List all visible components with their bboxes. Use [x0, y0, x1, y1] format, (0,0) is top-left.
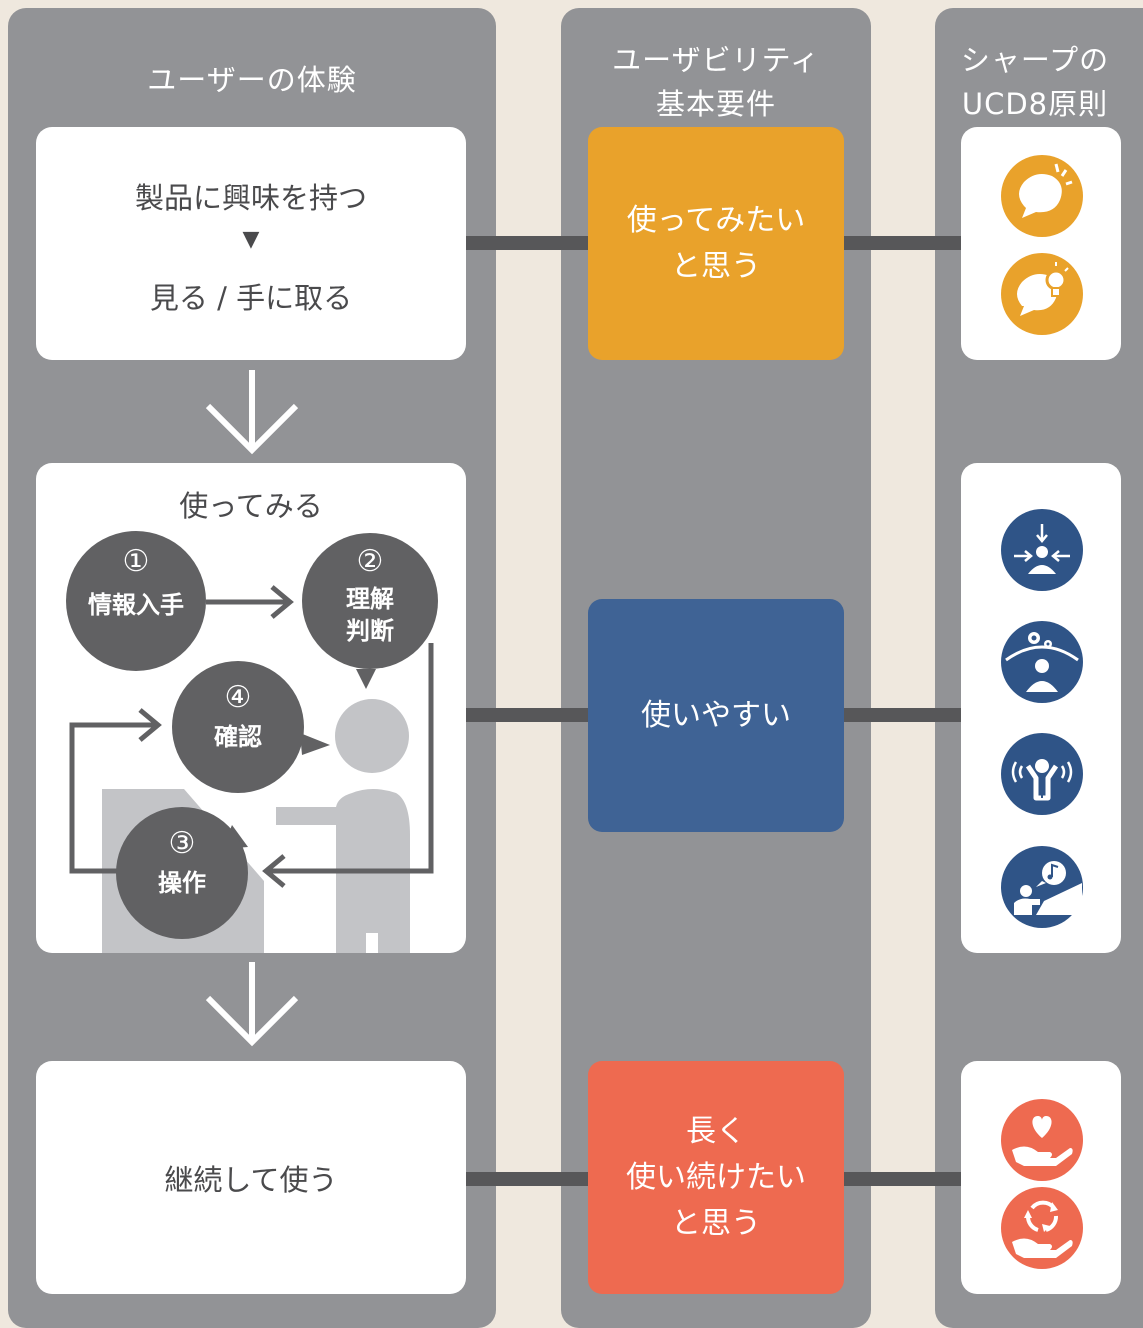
step-operation: ③ 操作 [116, 807, 248, 939]
connector-segment [844, 1172, 962, 1186]
down-arrow-icon [205, 962, 299, 1047]
stage-interest-card: 製品に興味を持つ ▼ 見る / 手に取る [36, 127, 466, 360]
user-experience-title: ユーザーの体験 [147, 63, 357, 97]
usability-requirements-title: ユーザビリティ 基本要件 [612, 43, 820, 121]
stage-continue-card: 継続して使う [36, 1061, 466, 1294]
connector-segment [466, 1172, 590, 1186]
stage-interest-line1: 製品に興味を持つ [134, 181, 367, 215]
focus-person-icon [1001, 509, 1083, 591]
ucd-principles-title: シャープの UCD8原則 [960, 43, 1110, 121]
step-information-gathering: ① 情報入手 [66, 531, 206, 671]
music-person-icon [1001, 846, 1083, 928]
heart-hand-icon [1001, 1099, 1083, 1181]
requirement-keep-using: 長く 使い続けたい と思う [588, 1061, 844, 1294]
connector-segment [466, 236, 590, 250]
cheering-person-icon [1001, 733, 1083, 815]
stage-try-title: 使ってみる [179, 489, 323, 523]
down-triangle-marker: ▼ [242, 227, 260, 252]
stage-try-card: 使ってみる ① 情報入手 ② 理解 判断 ④ 確認 ③ 操作 [36, 463, 466, 953]
recycle-hand-icon [1001, 1187, 1083, 1269]
connector-segment [844, 236, 962, 250]
stage-interest-line2: 見る / 手に取る [149, 281, 353, 315]
requirement-want-to-try: 使ってみたい と思う [588, 127, 844, 360]
down-arrow-icon [205, 370, 299, 455]
stage-continue-text: 継続して使う [164, 1163, 338, 1197]
speech-bubble-icon [1001, 155, 1083, 237]
connector-segment [466, 708, 590, 722]
step-understanding-judgement: ② 理解 判断 [302, 533, 438, 669]
requirement-easy-to-use: 使いやすい [588, 599, 844, 832]
connector-segment [844, 708, 962, 722]
gears-person-icon [1001, 621, 1083, 703]
lightbulb-bubble-icon [1001, 253, 1083, 335]
step-confirmation: ④ 確認 [172, 661, 304, 793]
